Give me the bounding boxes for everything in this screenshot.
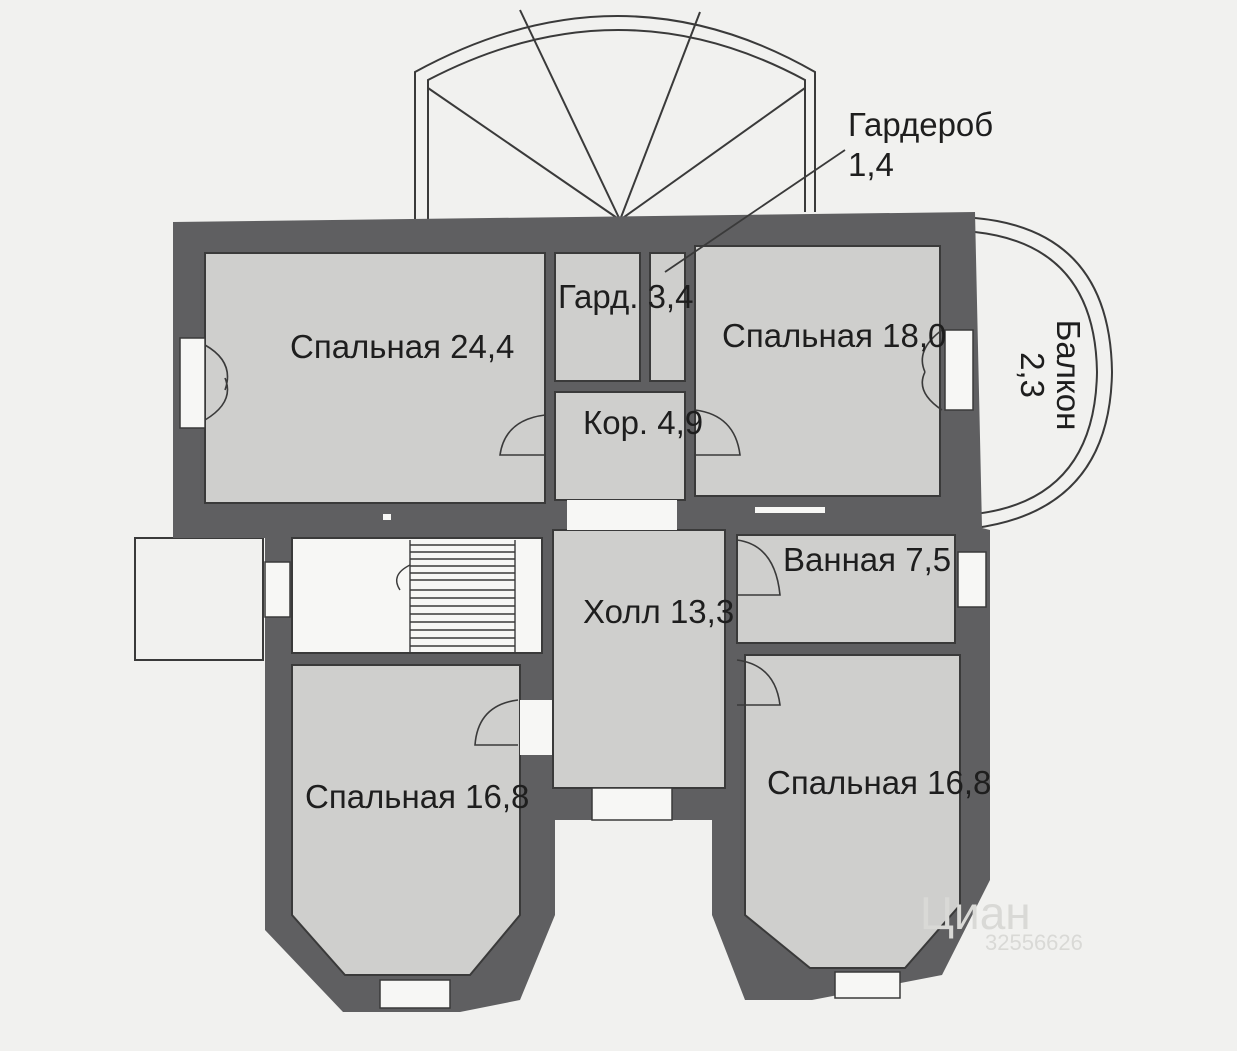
- wardrobe-small-area: 3,4: [647, 278, 694, 315]
- bedroom-se-area: 16,8: [927, 764, 992, 801]
- room-corridor: [554, 391, 686, 501]
- hall-label: Холл 13,3: [583, 592, 734, 632]
- room-bedroom-se: [744, 654, 961, 969]
- bedroom-nw-area: 24,4: [450, 328, 515, 365]
- room-bathroom: [736, 534, 956, 644]
- entry-hall-bottom: [591, 787, 673, 821]
- window-balcony-door: [944, 329, 974, 411]
- bedroom-nw-name: Спальная: [290, 328, 441, 365]
- window-stair: [264, 561, 291, 618]
- bathroom-label: Ванная 7,5: [783, 540, 951, 580]
- room-bedroom-nw: [204, 252, 546, 504]
- window-bath: [957, 551, 987, 608]
- bathroom-area: 7,5: [905, 541, 952, 578]
- callout-leader: [664, 149, 846, 273]
- room-hall: [552, 529, 726, 789]
- wardrobe-small-name: Гард.: [558, 278, 639, 315]
- balcony-label: Балкон 2,3: [1014, 319, 1087, 431]
- wardrobe-callout-label: Гардероб 1,4: [848, 105, 993, 185]
- room-wardrobe-small: [554, 252, 641, 382]
- wardrobe-callout-area: 1,4: [848, 146, 894, 183]
- watermark-brand: Циан: [920, 887, 1031, 939]
- corridor-label: Кор. 4,9: [583, 403, 703, 443]
- corridor-name: Кор.: [583, 404, 649, 441]
- terrace-top: [414, 9, 816, 222]
- stairs: [396, 540, 516, 652]
- window-sw-bottom: [379, 979, 451, 1009]
- porch-left: [134, 537, 264, 661]
- balcony-name: Балкон: [1050, 319, 1087, 431]
- bedroom-sw-area: 16,8: [465, 778, 530, 815]
- window-se-bottom: [834, 971, 901, 999]
- watermark-id: 32556626: [985, 930, 1083, 955]
- stair-area: [291, 537, 543, 654]
- bathroom-name: Ванная: [783, 541, 897, 578]
- opening-corridor-hall: [567, 500, 677, 530]
- bedroom-nw-label: Спальная 24,4: [290, 327, 514, 367]
- door-sw: [520, 700, 552, 755]
- wall-vents: [383, 507, 825, 520]
- bedroom-sw-name: Спальная: [305, 778, 456, 815]
- hall-name: Холл: [583, 593, 661, 630]
- room-bedroom-ne: [694, 245, 941, 497]
- bedroom-se-name: Спальная: [767, 764, 918, 801]
- bedroom-se-label: Спальная 16,8: [767, 763, 991, 803]
- bedroom-ne-name: Спальная: [722, 317, 873, 354]
- hall-area: 13,3: [669, 593, 735, 630]
- bedroom-ne-area: 18,0: [882, 317, 947, 354]
- door-swings: [204, 329, 943, 746]
- corridor-area: 4,9: [657, 404, 704, 441]
- room-bedroom-sw: [291, 664, 521, 976]
- wardrobe-callout-name: Гардероб: [848, 106, 994, 143]
- bedroom-ne-label: Спальная 18,0: [722, 316, 946, 356]
- wardrobe-small-label: Гард. 3,4: [558, 277, 693, 317]
- balcony-area: 2,3: [1014, 352, 1051, 398]
- balcony-shape: [974, 217, 1114, 529]
- window-left: [179, 337, 206, 429]
- room-wardrobe-callout: [649, 252, 686, 382]
- bedroom-sw-label: Спальная 16,8: [305, 777, 529, 817]
